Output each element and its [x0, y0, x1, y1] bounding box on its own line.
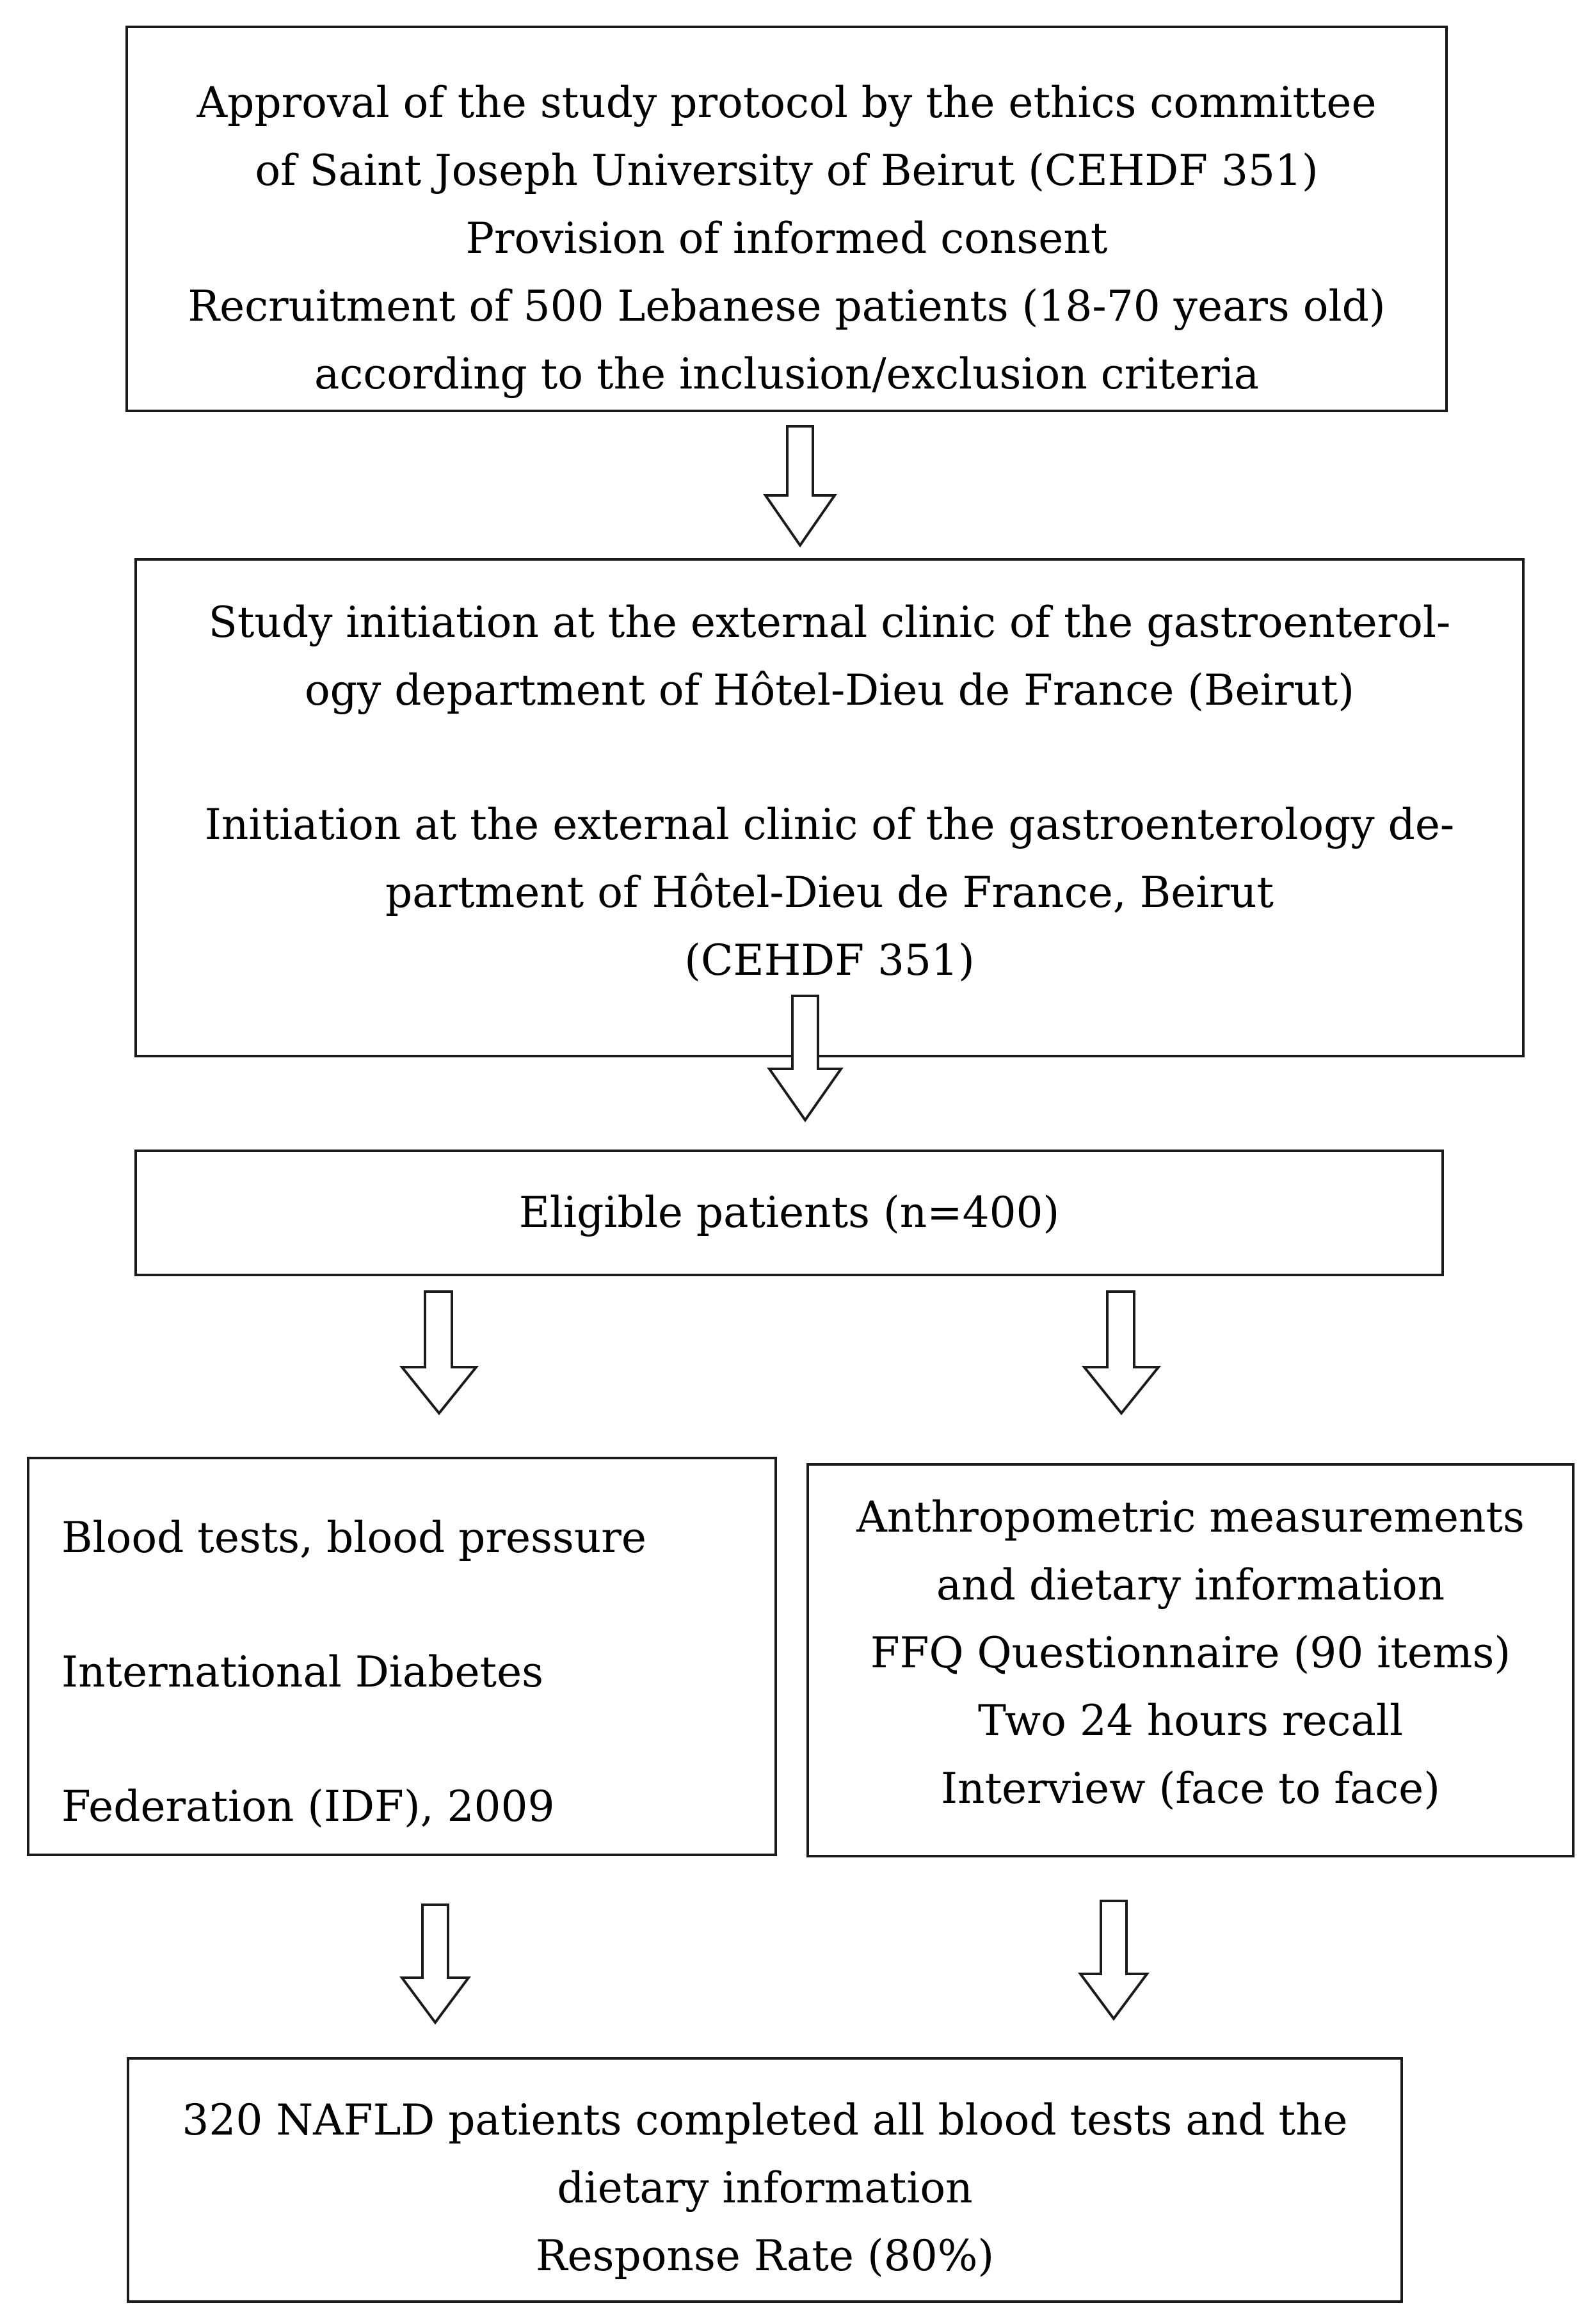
- anthropometric-line-1: Anthropometric measurements: [856, 1493, 1525, 1542]
- anthropometric-line-3: FFQ Questionnaire (90 items): [870, 1628, 1511, 1678]
- initiation-line-5: (CEHDF 351): [684, 936, 975, 985]
- approval-line-2: of Saint Joseph University of Beirut (CE…: [255, 146, 1318, 195]
- anthropometric-line-4: Two 24 hours recall: [977, 1696, 1404, 1745]
- initiation-line-2: ogy department of Hôtel-Dieu de France (…: [304, 666, 1355, 715]
- down-arrow-icon: [399, 1903, 471, 2025]
- result-box: 320 NAFLD patients completed all blood t…: [127, 2057, 1403, 2303]
- anthropometric-box: Anthropometric measurements and dietary …: [806, 1463, 1575, 1857]
- anthropometric-line-5: Interview (face to face): [941, 1764, 1440, 1813]
- blood-line-3: Federation (IDF), 2009: [61, 1782, 555, 1831]
- down-arrow-icon: [763, 425, 837, 548]
- down-arrow-icon: [399, 1290, 479, 1416]
- eligible-patients-box: Eligible patients (n=400): [134, 1150, 1444, 1276]
- eligible-patients-label: Eligible patients (n=400): [518, 1188, 1060, 1237]
- down-arrow-icon: [1081, 1290, 1162, 1416]
- result-line-3: Response Rate (80%): [535, 2231, 995, 2280]
- down-arrow-icon: [1078, 1900, 1150, 2021]
- approval-line-4: Recruitment of 500 Lebanese patients (18…: [188, 282, 1386, 331]
- blood-line-2: International Diabetes: [61, 1647, 544, 1697]
- result-line-1: 320 NAFLD patients completed all blood t…: [182, 2096, 1348, 2145]
- blood-tests-box: Blood tests, blood pressure Internationa…: [27, 1457, 777, 1856]
- initiation-line-1: Study initiation at the external clinic …: [208, 598, 1451, 647]
- initiation-box: Study initiation at the external clinic …: [134, 558, 1525, 1057]
- down-arrow-icon: [767, 995, 844, 1123]
- initiation-line-4: partment of Hôtel-Dieu de France, Beirut: [385, 868, 1274, 917]
- approval-line-3: Provision of informed consent: [465, 214, 1108, 263]
- approval-box: Approval of the study protocol by the et…: [125, 26, 1448, 412]
- approval-line-1: Approval of the study protocol by the et…: [196, 78, 1377, 127]
- blood-line-1: Blood tests, blood pressure: [61, 1513, 646, 1562]
- initiation-line-3: Initiation at the external clinic of the…: [204, 800, 1455, 849]
- anthropometric-line-2: and dietary information: [936, 1560, 1445, 1610]
- approval-line-5: according to the inclusion/exclusion cri…: [314, 349, 1259, 399]
- result-line-2: dietary information: [557, 2163, 973, 2213]
